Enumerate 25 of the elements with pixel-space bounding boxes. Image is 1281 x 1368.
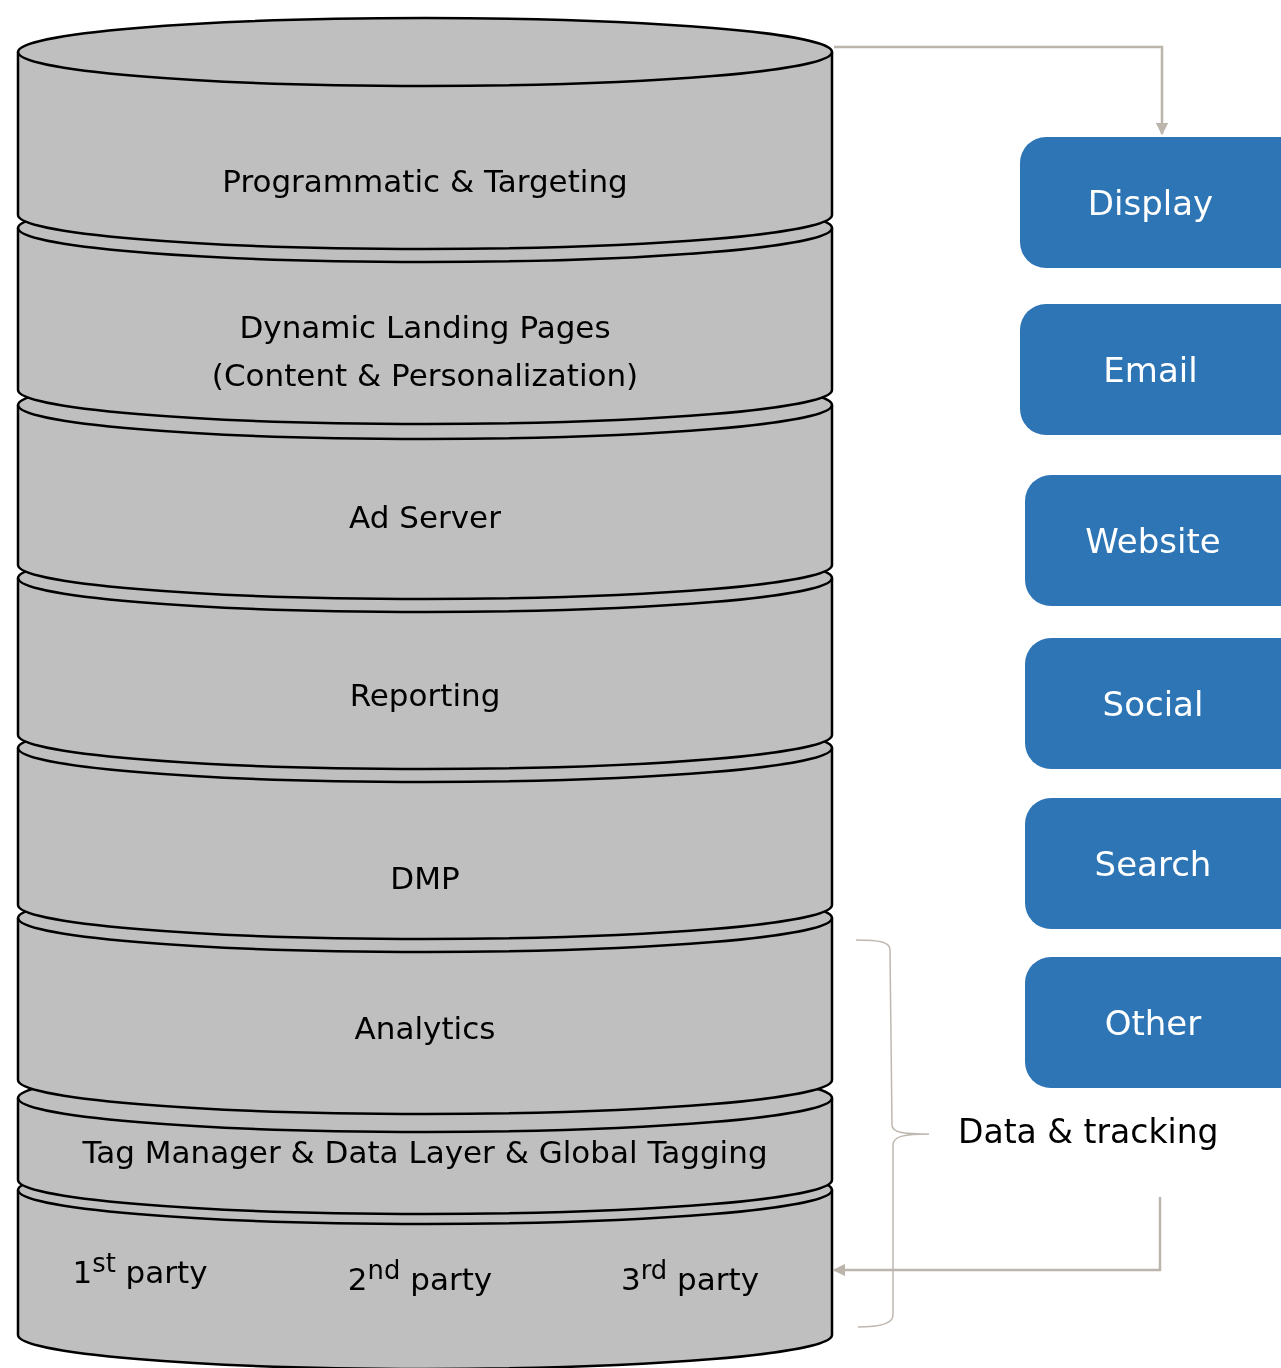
channel-box	[1025, 638, 1281, 769]
channel-box	[1025, 798, 1281, 929]
layer-label: 1$^{st}$ party	[71, 1247, 209, 1293]
arrow	[834, 45, 1169, 136]
channel-box	[1025, 475, 1281, 606]
channel-label: Social	[1102, 683, 1204, 724]
arrow	[832, 1197, 1162, 1277]
brace-label: Data & tracking	[958, 1112, 1219, 1151]
layer-label: Reporting	[348, 676, 502, 715]
layer-label: DMP	[389, 859, 461, 898]
channel-label: Website	[1085, 520, 1221, 561]
channel-box	[1020, 137, 1281, 268]
layer-label: 3$^{rd}$ party	[619, 1254, 761, 1300]
layer-label: 2$^{nd}$ party	[346, 1254, 494, 1300]
layer-label: Programmatic & Targeting	[221, 162, 629, 201]
layer-label: Analytics	[353, 1009, 497, 1048]
channel-box	[1025, 957, 1281, 1088]
channel-label: Display	[1087, 182, 1214, 223]
layer-label: Ad Server	[348, 498, 502, 537]
layer-label: Dynamic Landing Pages (Content & Personalization)	[210, 308, 640, 396]
layer-label: Tag Manager & Data Layer & Global Tagging	[81, 1133, 769, 1172]
channel-label: Email	[1103, 349, 1198, 390]
channel-label: Other	[1104, 1002, 1202, 1043]
channel-box	[1020, 304, 1281, 435]
channel-label: Search	[1094, 843, 1212, 884]
